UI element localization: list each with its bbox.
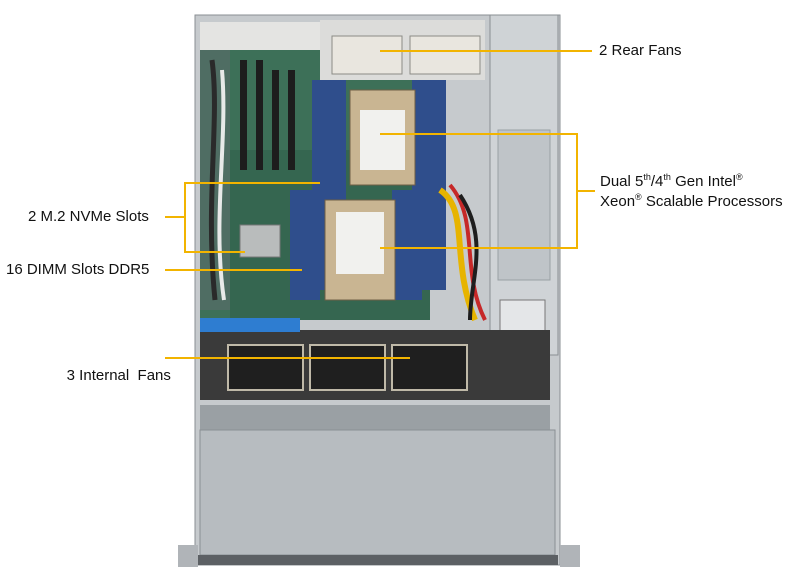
cable-bundle-left [208,59,218,301]
front-bezel [198,555,558,565]
rear-fans-text: 2 Rear Fans [599,42,682,59]
internal-fan-3 [391,344,468,391]
power-cables-3 [458,193,479,321]
internal-fan-1 [227,344,304,391]
callout-lines [165,50,595,359]
front-panel [199,429,556,556]
pcie-slot-area [200,22,320,50]
m2-slots-text: 2 M.2 NVMe Slots [28,208,149,225]
m2-slots-label: 2 M.2 NVMe Slots [28,208,149,226]
rear-fan-2 [409,35,481,75]
cpu-label: Dual 5th/4th Gen Intel® Xeon® Scalable P… [600,172,783,212]
pcie-slots [240,60,295,170]
power-cables-2 [448,183,487,321]
rear-fan-1 [331,35,403,75]
drive-bay [200,405,550,430]
dimm-slots-label: 16 DIMM Slots DDR5 [6,261,149,279]
cpu-label-line2: Xeon® Scalable Processors [600,192,783,211]
riser-tabs [200,318,300,332]
cpu-label-2 [336,212,384,274]
cpu-label-line1: Dual 5th/4th Gen Intel® [600,172,743,191]
cpu-label-1 [360,110,405,170]
front-foot-right [560,545,580,567]
front-foot-left [178,545,198,567]
power-supply-inner [497,129,551,281]
dimm-slots-text: 16 DIMM Slots DDR5 [6,261,150,278]
internal-fans-label: 3 Internal Fans [50,349,171,403]
internal-fans-text: 3 Internal Fans [66,367,171,384]
m2-heatsink [239,224,281,258]
internal-fan-2 [309,344,386,391]
rear-fans-label: 2 Rear Fans [599,42,682,60]
power-cables [438,187,478,322]
dimm-slots [290,80,446,300]
